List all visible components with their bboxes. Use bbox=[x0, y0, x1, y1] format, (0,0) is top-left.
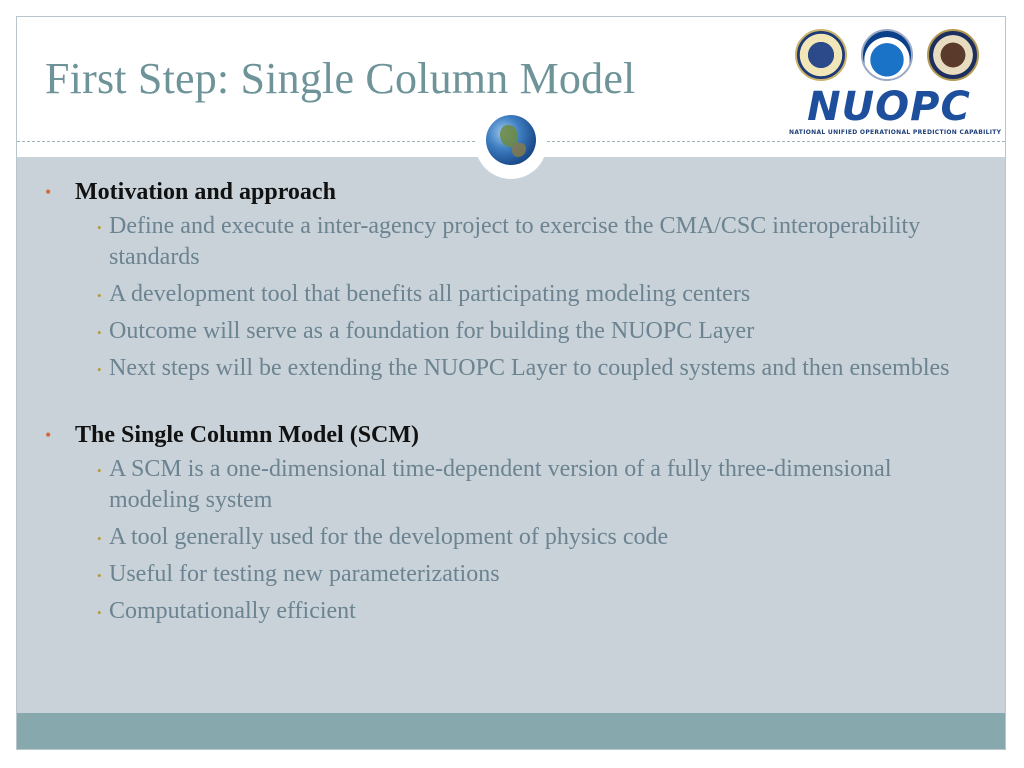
section-scm: • The Single Column Model (SCM) •A SCM i… bbox=[45, 420, 975, 627]
sub-bullet-dot-icon: • bbox=[97, 362, 102, 377]
list-item: •Computationally efficient bbox=[45, 596, 975, 627]
slide-body-background bbox=[17, 157, 1005, 715]
nuopc-logo: NUOPC NATIONAL UNIFIED OPERATIONAL PREDI… bbox=[789, 27, 1002, 139]
globe-badge bbox=[475, 107, 547, 179]
globe-icon bbox=[486, 115, 536, 165]
bullet-heading-text: The Single Column Model (SCM) bbox=[75, 422, 420, 448]
navy-seal-icon bbox=[927, 29, 979, 81]
list-item: •A development tool that benefits all pa… bbox=[45, 279, 975, 310]
sub-bullet-dot-icon: • bbox=[97, 325, 102, 340]
sub-bullet-dot-icon: • bbox=[97, 531, 102, 546]
sub-bullet-list: •Define and execute a inter-agency proje… bbox=[45, 211, 975, 384]
slide-header: First Step: Single Column Model NUOPC NA… bbox=[17, 17, 1005, 157]
list-item: •A SCM is a one-dimensional time-depende… bbox=[97, 456, 892, 513]
list-item: •Outcome will serve as a foundation for … bbox=[45, 316, 975, 347]
sub-bullet-dot-icon: • bbox=[97, 288, 102, 303]
slide-title: First Step: Single Column Model bbox=[45, 54, 636, 103]
bullet-dot-icon: • bbox=[45, 425, 52, 445]
sub-bullet-dot-icon: • bbox=[97, 463, 102, 478]
slide: First Step: Single Column Model NUOPC NA… bbox=[16, 16, 1006, 750]
slide-content: • Motivation and approach •Define and ex… bbox=[45, 177, 975, 633]
sub-bullet-dot-icon: • bbox=[97, 220, 102, 235]
list-item: •Useful for testing new parameterization… bbox=[45, 559, 975, 590]
noaa-seal-icon bbox=[861, 29, 913, 81]
list-item: •Next steps will be extending the NUOPC … bbox=[45, 353, 975, 384]
bullet-heading: • Motivation and approach bbox=[45, 177, 975, 207]
nuopc-logo-word: NUOPC bbox=[807, 84, 971, 130]
section-motivation: • Motivation and approach •Define and ex… bbox=[45, 177, 975, 384]
list-item: •Define and execute a inter-agency proje… bbox=[97, 213, 921, 270]
sub-bullet-dot-icon: • bbox=[97, 568, 102, 583]
sub-bullet-list: •A SCM is a one-dimensional time-depende… bbox=[45, 454, 975, 627]
sub-bullet-dot-icon: • bbox=[97, 605, 102, 620]
bullet-heading: • The Single Column Model (SCM) bbox=[45, 420, 975, 450]
bullet-heading-text: Motivation and approach bbox=[75, 179, 336, 205]
list-item: •A tool generally used for the developme… bbox=[45, 522, 975, 553]
air-force-seal-icon bbox=[795, 29, 847, 81]
bullet-dot-icon: • bbox=[45, 182, 52, 202]
footer-bar bbox=[17, 713, 1005, 749]
nuopc-logo-subtitle: NATIONAL UNIFIED OPERATIONAL PREDICTION … bbox=[789, 129, 1002, 136]
